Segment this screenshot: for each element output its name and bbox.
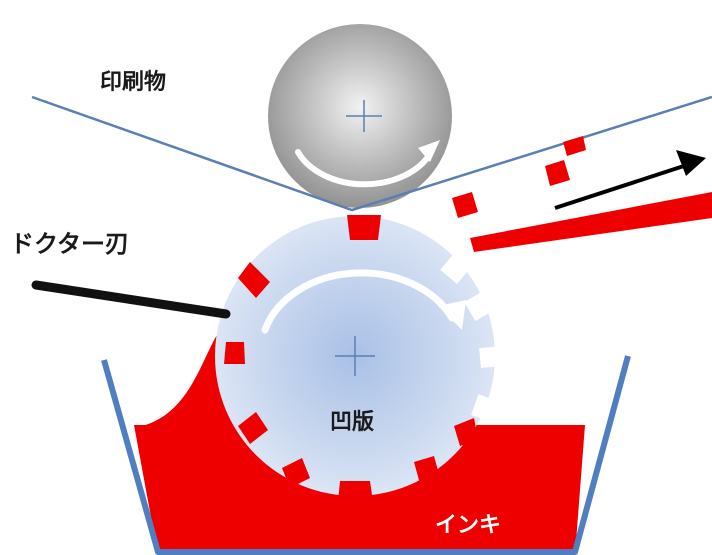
gravure-plate-label: 凹版: [330, 410, 375, 435]
crosshair-icon: [346, 100, 382, 132]
ink-pickup: [134, 330, 240, 428]
curved-arrow-clockwise-icon: [261, 269, 466, 334]
impression-roller: [268, 24, 452, 208]
transferred-ink: [452, 136, 586, 218]
doctor-blade-label: ドクター刃: [10, 230, 130, 258]
crosshair-icon: [335, 336, 375, 376]
substrate-line: [31, 95, 712, 212]
ink-tray: [101, 355, 631, 555]
printed-strip: [470, 192, 712, 252]
arrow-right-up-icon: [554, 150, 706, 210]
doctor-blade: [31, 280, 231, 319]
ink-label: インキ: [435, 513, 502, 538]
ink-cells: [224, 215, 478, 502]
printed-matter-label: 印刷物: [100, 70, 167, 95]
